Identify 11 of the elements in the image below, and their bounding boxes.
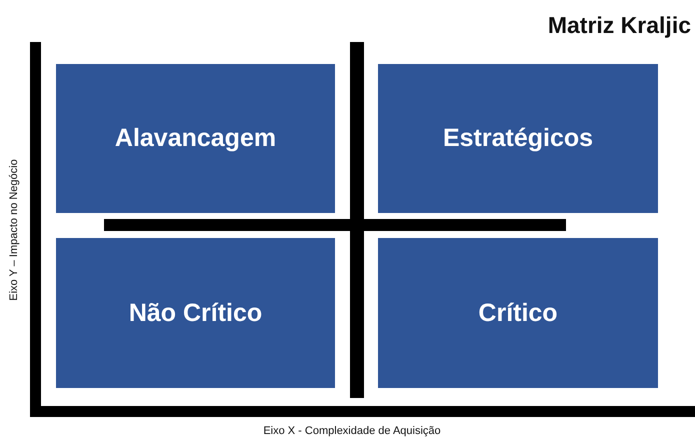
quadrant-label: Estratégicos [442, 124, 594, 153]
axis-label: Eixo Y – Impacto no Negócio [8, 159, 20, 301]
axis-label: Eixo X - Complexidade de Aquisição [263, 425, 441, 437]
diagram-title: Matriz Kraljic [548, 12, 691, 39]
quadrant-box [378, 64, 658, 213]
quadrant-box [378, 238, 658, 388]
quadrant-box [56, 64, 335, 213]
quadrant-label: Crítico [478, 298, 558, 328]
quadrant-label: Alavancagem [114, 124, 276, 153]
quadrant-box [56, 238, 335, 388]
quadrant-label: Não Crítico [128, 298, 262, 328]
